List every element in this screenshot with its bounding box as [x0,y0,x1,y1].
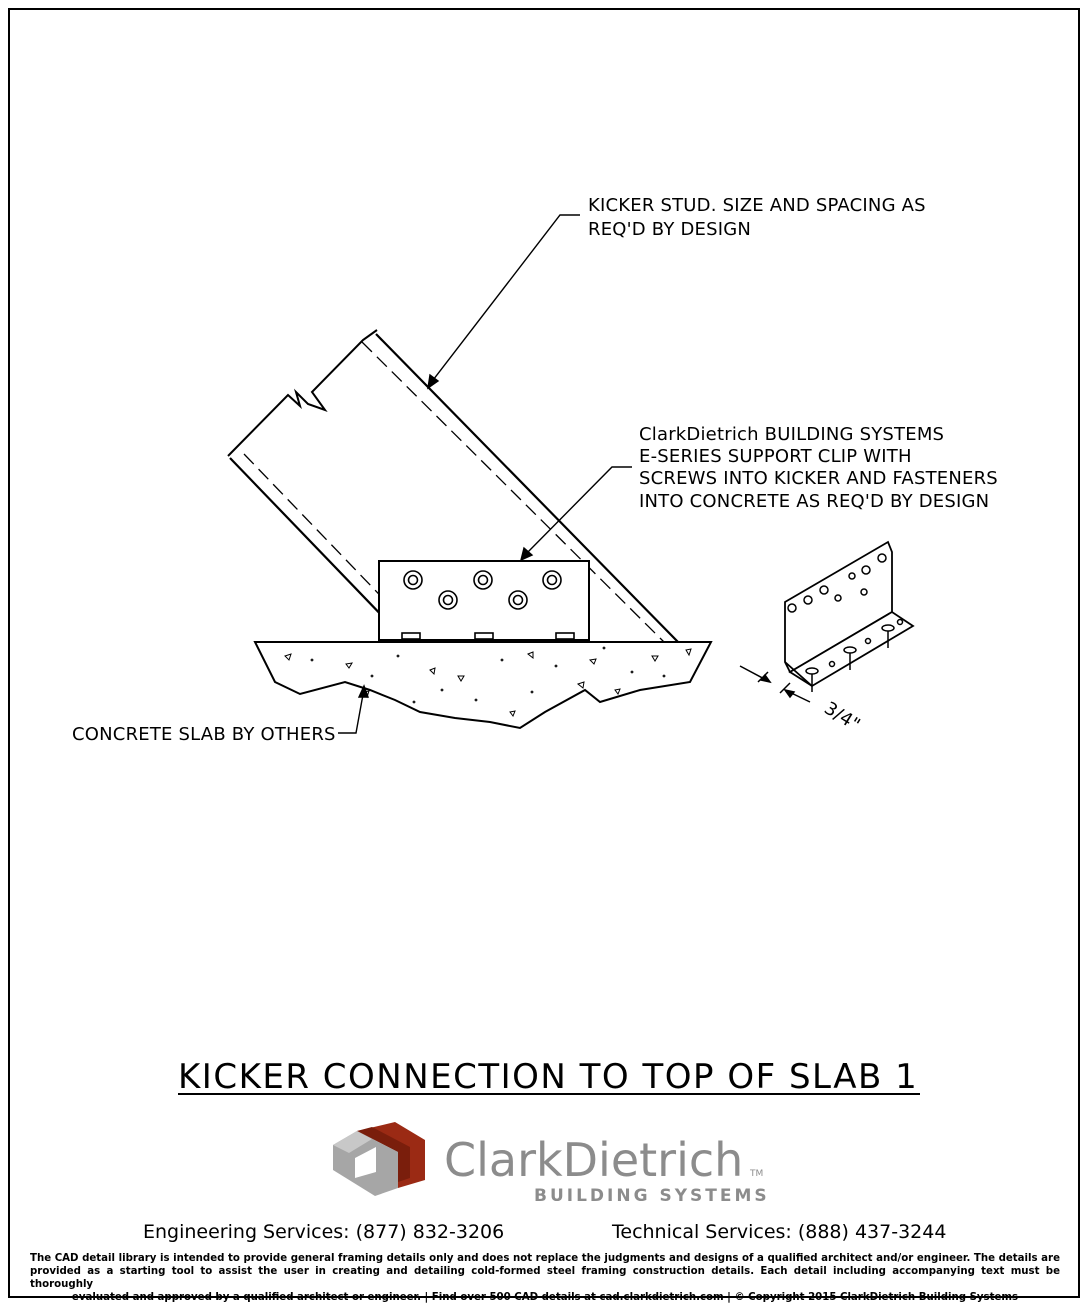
brand-subtitle: BUILDING SYSTEMS [534,1186,770,1206]
brand-name: ClarkDietrich [444,1133,743,1187]
kicker-stud [227,329,679,643]
disclaimer-last-line: evaluated and approved by a qualified ar… [71,1292,1019,1303]
brand-trademark: TM [749,1169,763,1179]
disclaimer-body: The CAD detail library is intended to pr… [30,1253,1060,1290]
screw-heads [403,570,562,610]
dimension-label: 3/4" [820,698,863,736]
drawing-title: KICKER CONNECTION TO TOP OF SLAB 1 [178,1057,918,1097]
slab-note: CONCRETE SLAB BY OTHERS [72,724,336,745]
clip-note-line4: INTO CONCRETE AS REQ'D BY DESIGN [639,491,989,512]
aggregate-marks [284,646,692,718]
clip-note-line1: ClarkDietrich BUILDING SYSTEMS [639,424,944,445]
clip-note-line3: SCREWS INTO KICKER AND FASTENERS [639,468,998,489]
leaders [338,214,632,734]
technical-services: Technical Services: (888) 437-3244 [612,1221,947,1243]
kicker-note-line2: REQ'D BY DESIGN [588,219,751,240]
disclaimer: The CAD detail library is intended to pr… [30,1252,1060,1304]
clip-note-line2: E-SERIES SUPPORT CLIP WITH [639,446,912,467]
dimension-marks [739,665,811,703]
support-clip-elevation [378,560,590,681]
engineering-services: Engineering Services: (877) 832-3206 [143,1221,505,1243]
kicker-note-line1: KICKER STUD. SIZE AND SPACING AS [588,195,926,216]
support-clip-isometric [784,540,915,692]
brand-logo-mark [333,1122,425,1196]
concrete-slab [253,641,713,730]
